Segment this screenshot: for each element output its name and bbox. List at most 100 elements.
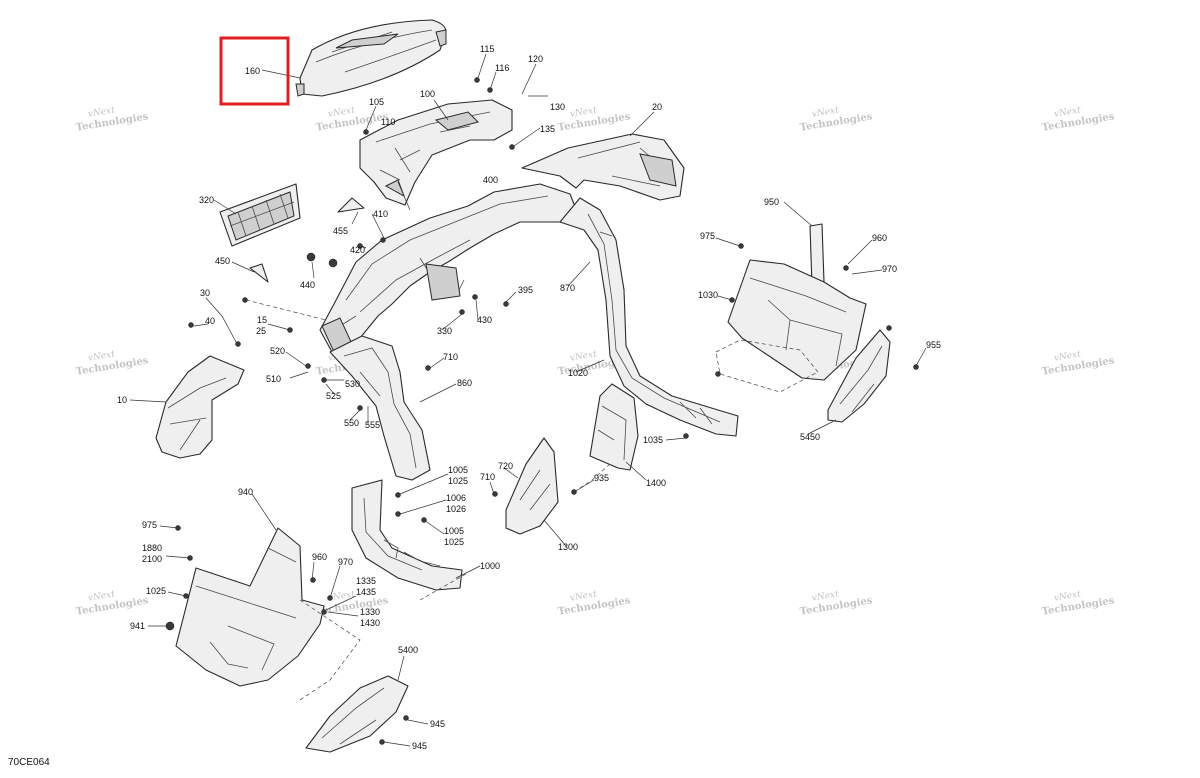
callout-955[interactable]: 955	[926, 340, 941, 350]
inner-panel-1300[interactable]	[505, 437, 559, 535]
rear-arch-part[interactable]	[559, 197, 739, 437]
callout-labels: 160 115 116 120 105 110 100 130 135 20 3…	[117, 44, 941, 751]
callout-40[interactable]: 40	[205, 316, 215, 326]
small-panel-455[interactable]	[337, 197, 365, 213]
right-kick-panel-part[interactable]	[827, 329, 891, 423]
callout-710b[interactable]: 710	[480, 472, 495, 482]
left-kick-panel-part[interactable]	[305, 675, 409, 753]
callout-430[interactable]: 430	[477, 315, 492, 325]
callout-1880[interactable]: 1880	[142, 543, 162, 553]
inner-panel-1400[interactable]	[589, 383, 639, 471]
callout-1035[interactable]: 1035	[643, 435, 663, 445]
callout-450[interactable]: 450	[215, 256, 230, 266]
left-front-panel-part[interactable]	[155, 355, 245, 459]
callout-1400[interactable]: 1400	[646, 478, 666, 488]
callout-975b[interactable]: 975	[142, 520, 157, 530]
callout-1025c[interactable]: 1025	[146, 586, 166, 596]
callout-15[interactable]: 15	[257, 315, 267, 325]
right-floor-tray-part[interactable]	[727, 259, 867, 381]
front-fascia-part[interactable]	[521, 133, 685, 201]
callout-950[interactable]: 950	[764, 197, 779, 207]
callout-520[interactable]: 520	[270, 346, 285, 356]
callout-130[interactable]: 130	[550, 102, 565, 112]
callout-945a[interactable]: 945	[430, 719, 445, 729]
callout-455[interactable]: 455	[333, 226, 348, 236]
callout-25[interactable]: 25	[256, 326, 266, 336]
svg-text:vNext: vNext	[811, 589, 840, 603]
callout-940[interactable]: 940	[238, 487, 253, 497]
callout-720[interactable]: 720	[498, 461, 513, 471]
left-floor-tray-part[interactable]	[175, 527, 325, 687]
rocker-sill-part[interactable]	[351, 479, 463, 591]
callout-1430[interactable]: 1430	[360, 618, 380, 628]
callout-160[interactable]: 160	[245, 66, 260, 76]
svg-text:vNext: vNext	[1053, 105, 1082, 119]
callout-115[interactable]: 115	[480, 44, 494, 54]
callout-10[interactable]: 10	[117, 395, 127, 405]
callout-1330[interactable]: 1330	[360, 607, 380, 617]
callout-100[interactable]: 100	[420, 89, 435, 99]
callout-1025a[interactable]: 1025	[448, 476, 468, 486]
grille-part[interactable]	[219, 183, 301, 247]
callout-1005b[interactable]: 1005	[444, 526, 464, 536]
callout-1020[interactable]: 1020	[568, 368, 588, 378]
svg-text:vNext: vNext	[87, 349, 116, 363]
callout-20[interactable]: 20	[652, 102, 662, 112]
callout-320[interactable]: 320	[199, 195, 214, 205]
callout-945b[interactable]: 945	[412, 741, 427, 751]
callout-1006[interactable]: 1006	[446, 493, 466, 503]
callout-1000[interactable]: 1000	[480, 561, 500, 571]
callout-555[interactable]: 555	[365, 420, 380, 430]
callout-2100[interactable]: 2100	[142, 554, 162, 564]
callout-1025b[interactable]: 1025	[444, 537, 464, 547]
parts	[155, 19, 919, 753]
svg-text:vNext: vNext	[1053, 349, 1082, 363]
top-cover-part[interactable]	[295, 19, 447, 97]
callout-1026[interactable]: 1026	[446, 504, 466, 514]
callout-550[interactable]: 550	[344, 418, 359, 428]
callout-941[interactable]: 941	[130, 621, 145, 631]
callout-110[interactable]: 110	[381, 117, 395, 127]
callout-870[interactable]: 870	[560, 283, 575, 293]
callout-970a[interactable]: 970	[882, 264, 897, 274]
callout-1335[interactable]: 1335	[356, 576, 376, 586]
callout-330[interactable]: 330	[437, 326, 452, 336]
callout-30[interactable]: 30	[200, 288, 210, 298]
svg-text:vNext: vNext	[87, 589, 116, 603]
callout-530[interactable]: 530	[345, 379, 360, 389]
front-pillar-part[interactable]	[329, 335, 431, 481]
callout-525[interactable]: 525	[326, 391, 341, 401]
callout-135[interactable]: 135	[540, 124, 555, 134]
callout-440[interactable]: 440	[300, 280, 315, 290]
callout-120[interactable]: 120	[528, 54, 543, 64]
callout-1435[interactable]: 1435	[356, 587, 376, 597]
callout-975a[interactable]: 975	[700, 231, 715, 241]
diagram-code: 70CE064	[8, 757, 50, 768]
callout-5400[interactable]: 5400	[398, 645, 418, 655]
dash-support-part[interactable]	[359, 99, 513, 206]
callout-410[interactable]: 410	[373, 209, 388, 219]
callout-395[interactable]: 395	[518, 285, 533, 295]
callout-960b[interactable]: 960	[312, 552, 327, 562]
callout-116[interactable]: 116	[495, 63, 509, 73]
callout-510[interactable]: 510	[266, 374, 281, 384]
small-panel-450[interactable]	[249, 263, 269, 283]
callout-420[interactable]: 420	[350, 245, 365, 255]
callout-1300[interactable]: 1300	[558, 542, 578, 552]
callout-400[interactable]: 400	[483, 175, 498, 185]
callout-710a[interactable]: 710	[443, 352, 458, 362]
callout-970b[interactable]: 970	[338, 557, 353, 567]
callout-960a[interactable]: 960	[872, 233, 887, 243]
callout-5450[interactable]: 5450	[800, 432, 820, 442]
callout-1005a[interactable]: 1005	[448, 465, 468, 475]
callout-860[interactable]: 860	[457, 378, 472, 388]
svg-text:vNext: vNext	[811, 105, 840, 119]
callout-1030[interactable]: 1030	[698, 290, 718, 300]
callout-935[interactable]: 935	[594, 473, 609, 483]
callout-105[interactable]: 105	[369, 97, 384, 107]
